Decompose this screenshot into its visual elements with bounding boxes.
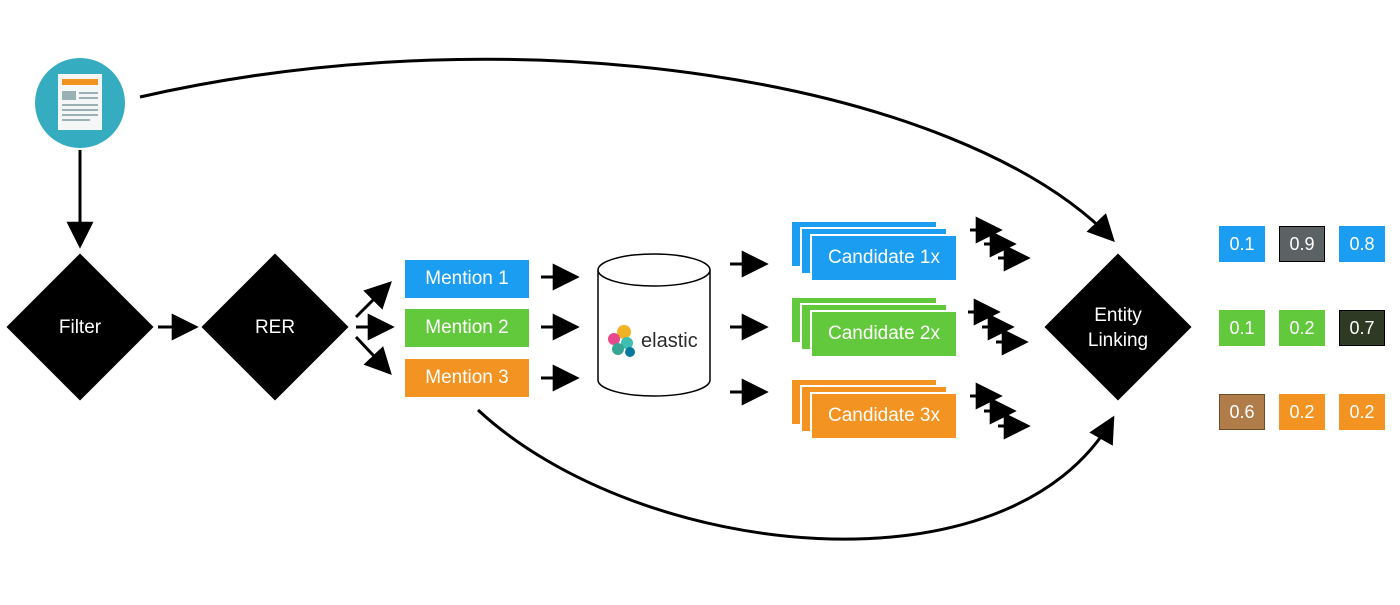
elastic-label: elastic xyxy=(641,330,698,352)
elastic-database xyxy=(597,253,711,397)
score-cell: 0.6 xyxy=(1219,394,1265,430)
score-cell: 0.1 xyxy=(1219,310,1265,346)
candidate-1-arrows xyxy=(970,216,1031,272)
candidate-2-arrows xyxy=(968,298,1029,356)
filter-label: Filter xyxy=(58,316,102,338)
score-cell: 0.2 xyxy=(1279,394,1325,430)
candidate-1-box: Candidate 1x xyxy=(810,234,956,280)
score-cell: 0.8 xyxy=(1339,226,1385,262)
candidate-3-box: Candidate 3x xyxy=(810,392,956,438)
score-cell: 0.1 xyxy=(1219,226,1265,262)
candidate-3-arrows xyxy=(970,382,1031,440)
score-cell: 0.2 xyxy=(1339,394,1385,430)
arrow-rer-to-mention-3 xyxy=(354,335,392,375)
mention-1-box: Mention 1 xyxy=(405,260,529,298)
curve-document-to-entity-linking xyxy=(139,57,1115,242)
score-cell: 0.7 xyxy=(1339,310,1385,346)
elastic-logo-icon xyxy=(608,325,635,357)
rer-label: RER xyxy=(254,316,296,338)
arrow-rer-to-mention-1 xyxy=(354,281,392,319)
entity-linking-label: Entity Linking xyxy=(1087,305,1149,351)
score-cell: 0.2 xyxy=(1279,310,1325,346)
mention-2-box: Mention 2 xyxy=(405,309,529,347)
score-cell: 0.9 xyxy=(1279,226,1325,262)
document-icon xyxy=(35,58,125,148)
curve-mention-3-to-entity-linking xyxy=(476,408,1115,541)
candidate-2-box: Candidate 2x xyxy=(810,310,956,356)
mention-3-box: Mention 3 xyxy=(405,359,529,397)
